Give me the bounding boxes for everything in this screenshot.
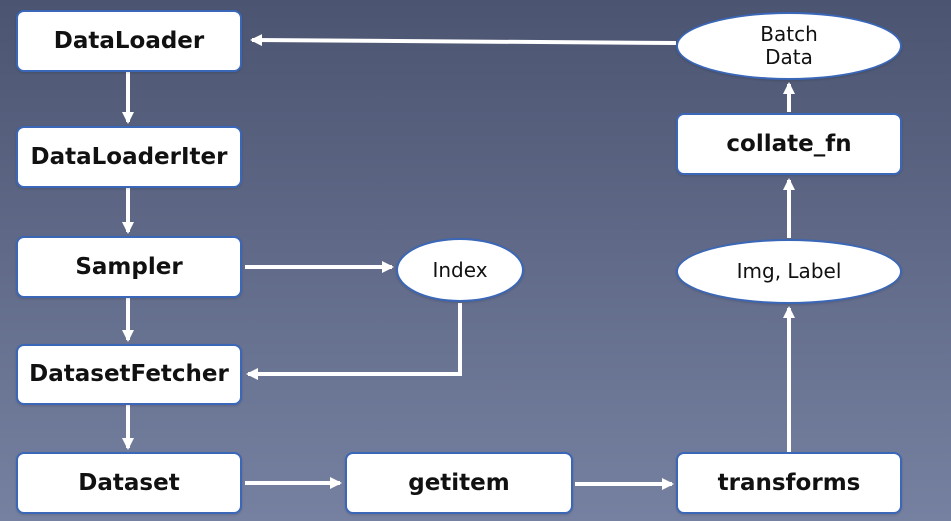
dataloader-label: DataLoader <box>53 27 205 54</box>
getitem-node: getitem <box>345 452 573 514</box>
datasetfetcher-node: DatasetFetcher <box>16 344 242 405</box>
batch-data-label: Batch Data <box>760 22 818 69</box>
collate-fn-node: collate_fn <box>676 113 902 175</box>
img-label-node: Img, Label <box>676 239 902 304</box>
dataloader-node: DataLoader <box>16 10 242 72</box>
transforms-label: transforms <box>717 469 861 496</box>
transforms-node: transforms <box>676 452 902 514</box>
dataset-node: Dataset <box>16 452 242 514</box>
getitem-label: getitem <box>408 469 510 496</box>
sampler-label: Sampler <box>75 253 183 280</box>
img-label-label: Img, Label <box>736 259 842 283</box>
dataloaderiter-label: DataLoaderIter <box>30 143 228 170</box>
arrow-batchdata-to-dataloader <box>250 34 677 47</box>
dataset-label: Dataset <box>78 469 180 496</box>
collate-fn-label: collate_fn <box>726 130 852 157</box>
index-label: Index <box>432 257 488 282</box>
batch-data-node: Batch Data <box>676 12 902 80</box>
arrow-index-to-datasetfetcher <box>246 303 462 380</box>
index-node: Index <box>396 238 524 302</box>
sampler-node: Sampler <box>16 236 242 298</box>
datasetfetcher-label: DatasetFetcher <box>29 361 229 388</box>
dataloaderiter-node: DataLoaderIter <box>16 126 242 188</box>
